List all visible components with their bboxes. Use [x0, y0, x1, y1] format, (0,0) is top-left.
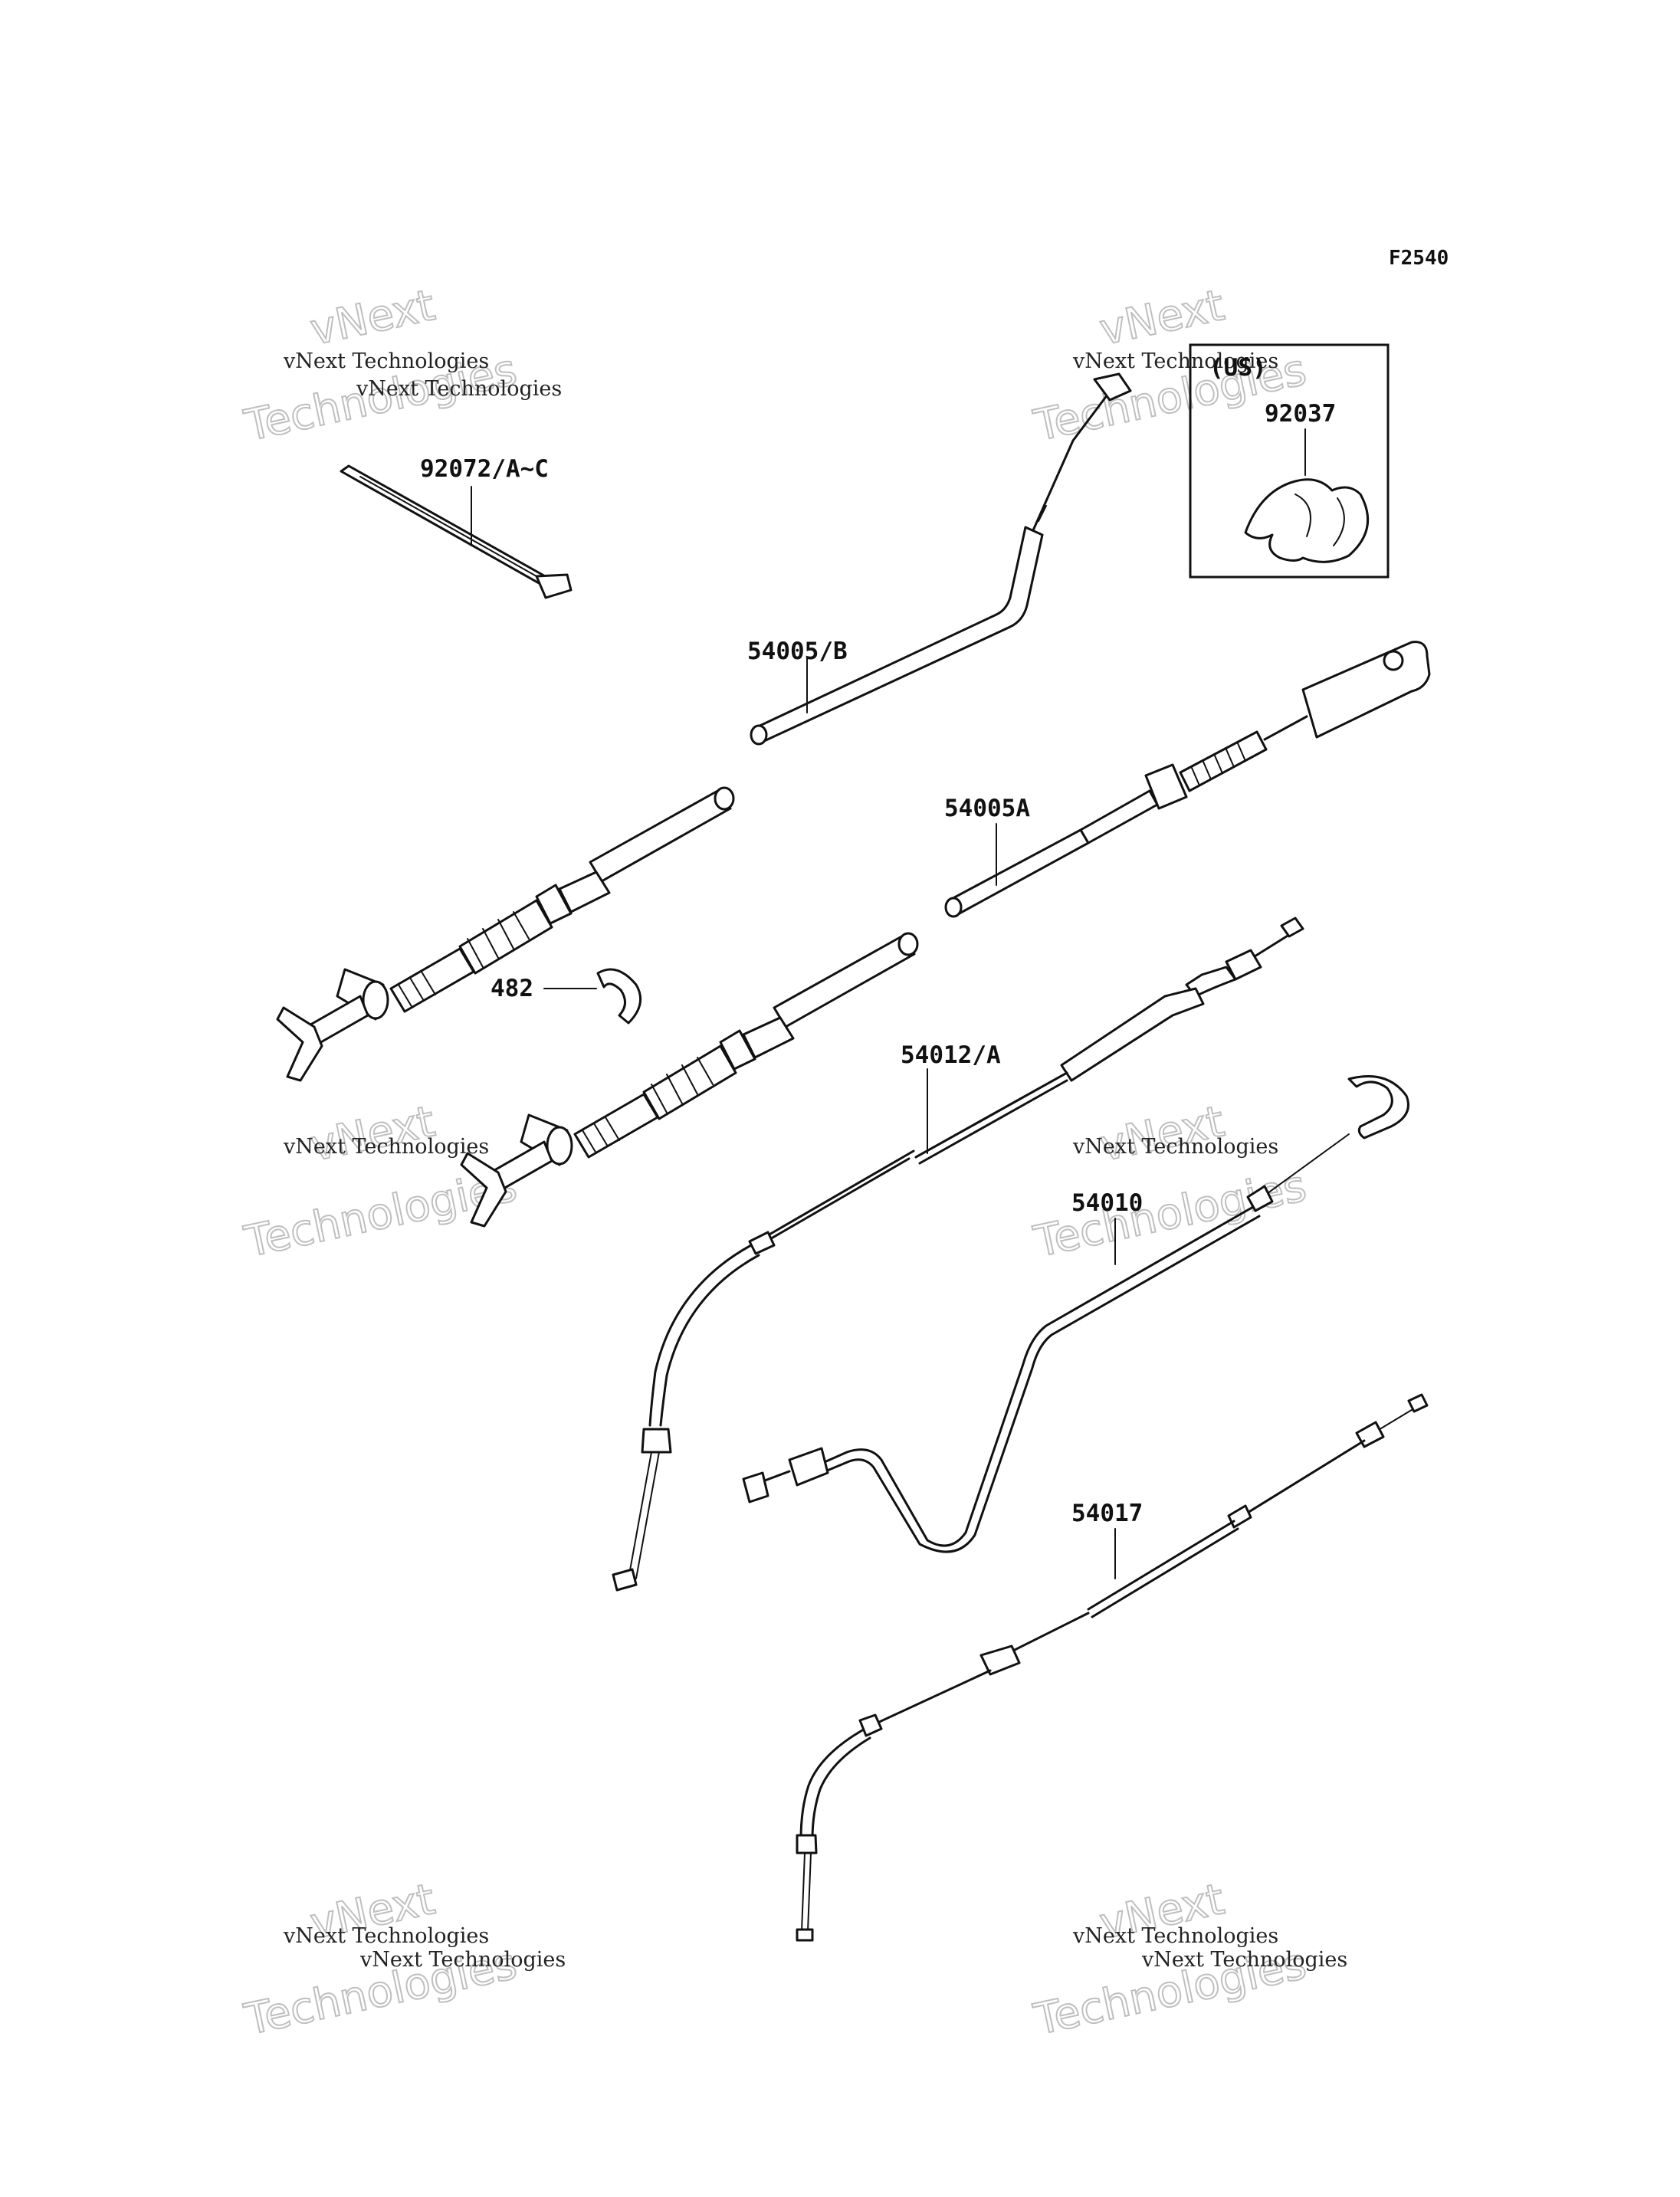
inset-part-number: 92037 — [1265, 400, 1336, 428]
watermark-text: vNext Technologies — [356, 377, 562, 401]
clamp-icon — [1244, 478, 1370, 563]
watermark-text: vNext Technologies — [283, 349, 489, 373]
watermark-text: vNext Technologies — [1141, 1948, 1347, 1972]
cable-assembly-upper-icon — [276, 786, 735, 1082]
watermark-big-line1: vNext — [1095, 1097, 1229, 1172]
watermark-big-line1: vNext — [306, 280, 439, 356]
watermark-big-line1: vNext — [306, 1097, 439, 1172]
watermark-text: vNext Technologies — [283, 1135, 489, 1159]
watermark-mid-right: vNext Technologies vNext Technologies — [1029, 1096, 1311, 1268]
part-label-54005a: 54005A — [944, 795, 1030, 822]
cable-tie-icon — [340, 464, 573, 599]
watermark-bottom-right: vNext Technologies vNext Technologies vN… — [1029, 1874, 1347, 2046]
watermark-text: vNext Technologies — [1072, 349, 1278, 373]
clip-icon — [596, 968, 642, 1025]
watermark-text: vNext Technologies — [1072, 1924, 1278, 1948]
part-label-54012a: 54012/A — [901, 1041, 1001, 1069]
inset-box: (US) 92037 — [1189, 343, 1390, 579]
cable-54005b-icon — [750, 372, 1132, 746]
figure-code: F2540 — [1389, 247, 1449, 270]
cable-54005a-icon — [944, 641, 1431, 918]
cable-assembly-lower-icon — [460, 932, 919, 1228]
part-label-54005b: 54005/B — [747, 638, 848, 665]
cable-54017-icon — [796, 1393, 1429, 1942]
part-label-92072: 92072/A~C — [420, 455, 549, 483]
part-label-54010: 54010 — [1071, 1189, 1143, 1217]
watermark-text: vNext Technologies — [283, 1924, 489, 1948]
part-label-482: 482 — [491, 975, 533, 1002]
watermark-top-left: vNext Technologies vNext Technologies vN… — [239, 280, 562, 452]
watermark-bottom-left: vNext Technologies vNext Technologies vN… — [239, 1874, 566, 2046]
inset-region-label: (US) — [1209, 354, 1267, 382]
watermark-text: vNext Technologies — [359, 1948, 566, 1972]
watermark-text: vNext Technologies — [1072, 1135, 1278, 1159]
cable-54010-icon — [742, 1075, 1409, 1553]
cable-54012a-icon — [612, 917, 1304, 1592]
part-label-54017: 54017 — [1071, 1500, 1143, 1527]
